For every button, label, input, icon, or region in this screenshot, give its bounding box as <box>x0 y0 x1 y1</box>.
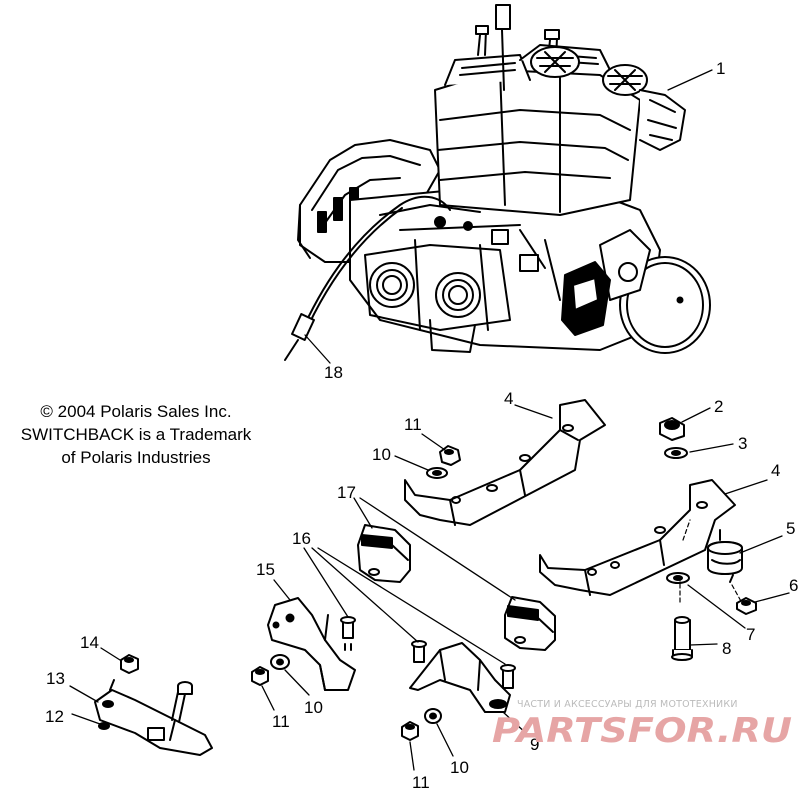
callout-18: 18 <box>324 363 343 382</box>
callout-2: 2 <box>714 397 723 416</box>
callout-10-left: 10 <box>304 698 323 717</box>
callout-11-left: 11 <box>272 712 290 731</box>
callout-9: 9 <box>530 735 539 754</box>
throttle-cable <box>284 195 451 361</box>
watermark-logo: PARTSFOR.RU <box>492 711 792 751</box>
nut-14 <box>120 654 139 674</box>
callout-4-upper: 4 <box>504 389 513 408</box>
washer-10-upper <box>426 467 448 479</box>
copyright-line-2: SWITCHBACK is a Trademark <box>20 425 252 444</box>
copyright-notice: © 2004 Polaris Sales Inc. SWITCHBACK is … <box>0 400 272 469</box>
watermark: ЧАСТИ И АКСЕССУАРЫ ДЛЯ МОТОТЕХНИКИ PARTS… <box>492 699 792 751</box>
callout-16: 16 <box>292 529 311 548</box>
washer-10-bottom <box>424 708 442 724</box>
callout-3: 3 <box>738 434 747 453</box>
callout-10-bottom: 10 <box>450 758 469 777</box>
callout-5: 5 <box>786 519 795 538</box>
callout-6: 6 <box>789 576 798 595</box>
nut-2 <box>659 417 685 441</box>
watermark-tagline: ЧАСТИ И АКСЕССУАРЫ ДЛЯ МОТОТЕХНИКИ <box>517 699 738 710</box>
nut-11-bottom <box>401 721 419 741</box>
engine-mount-bracket-lower <box>539 479 736 596</box>
callout-11-bottom: 11 <box>412 773 430 791</box>
callout-15: 15 <box>256 560 275 579</box>
bolts-16 <box>340 616 516 689</box>
nut-12 <box>98 722 110 730</box>
stopper-17-upper <box>357 524 411 583</box>
rubber-mount-5 <box>707 529 743 583</box>
callout-10-upper: 10 <box>372 445 391 464</box>
callout-1: 1 <box>716 59 725 78</box>
leader-lines <box>69 69 790 771</box>
callout-7: 7 <box>746 625 755 644</box>
washer-10-left <box>270 654 290 670</box>
washer-3 <box>664 447 688 459</box>
nut-11-upper <box>439 445 461 466</box>
callout-12: 12 <box>45 707 64 726</box>
callout-17: 17 <box>337 483 356 502</box>
washer-7 <box>666 572 690 584</box>
callout-8: 8 <box>722 639 731 658</box>
engine-mount-bracket-upper <box>404 399 606 526</box>
nut-11-left <box>251 666 269 686</box>
callout-13: 13 <box>46 669 65 688</box>
copyright-line-1: © 2004 Polaris Sales Inc. <box>40 402 232 421</box>
engine-assembly <box>297 4 711 354</box>
bracket-15 <box>267 597 356 691</box>
bracket-9 <box>409 642 511 713</box>
bolt-8 <box>671 616 693 661</box>
stud-bolt <box>171 681 193 723</box>
copyright-line-3: of Polaris Industries <box>61 448 211 467</box>
carburetors <box>364 239 511 353</box>
callout-14: 14 <box>80 633 99 652</box>
callout-4-right: 4 <box>771 461 780 480</box>
bracket-13 <box>94 679 213 756</box>
nut-6 <box>736 597 757 615</box>
callout-11-upper: 11 <box>404 415 422 434</box>
stopper-17-lower <box>504 596 556 651</box>
callout-numbers: 1 2 3 4 4 5 6 7 8 9 10 10 10 11 11 11 12… <box>45 59 798 792</box>
